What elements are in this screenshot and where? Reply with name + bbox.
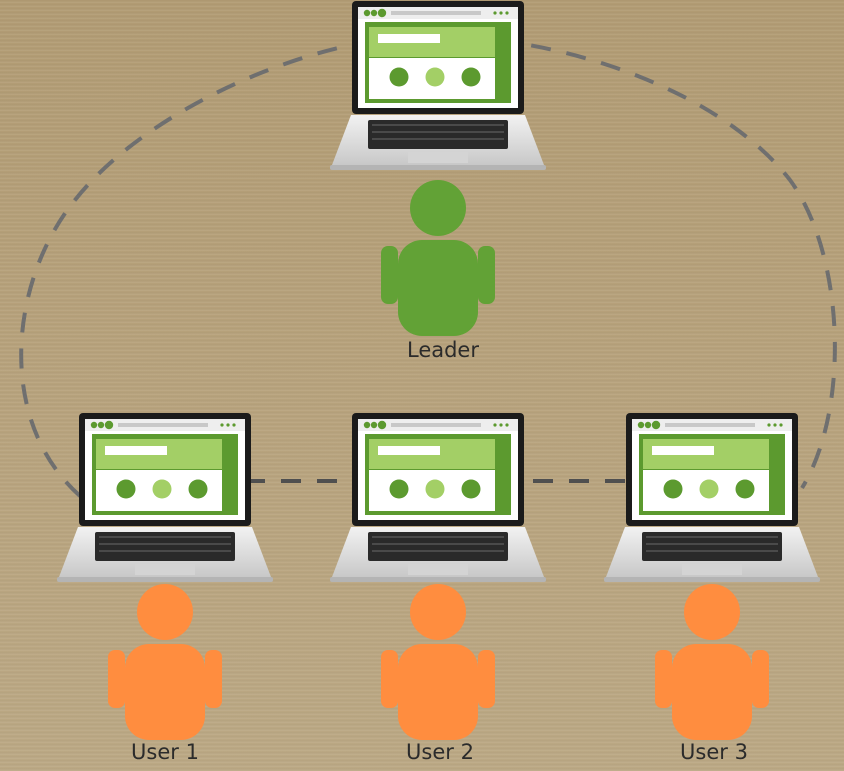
user-1-laptop-icon	[57, 413, 273, 582]
user-2-person-icon	[381, 584, 495, 740]
user-3-label: User 3	[680, 740, 748, 764]
user-node-1	[57, 413, 273, 740]
user-1-label: User 1	[131, 740, 199, 764]
leader-label: Leader	[406, 338, 479, 362]
user-3-laptop-icon	[604, 413, 820, 582]
user-node-2	[330, 413, 546, 740]
user-2-laptop-icon	[330, 413, 546, 582]
user-3-person-icon	[655, 584, 769, 740]
leader-person-icon	[381, 180, 495, 336]
user-1-person-icon	[108, 584, 222, 740]
leader-node	[330, 1, 546, 336]
user-2-label: User 2	[406, 740, 474, 764]
user-node-3	[604, 413, 820, 740]
leader-laptop-icon	[330, 1, 546, 170]
